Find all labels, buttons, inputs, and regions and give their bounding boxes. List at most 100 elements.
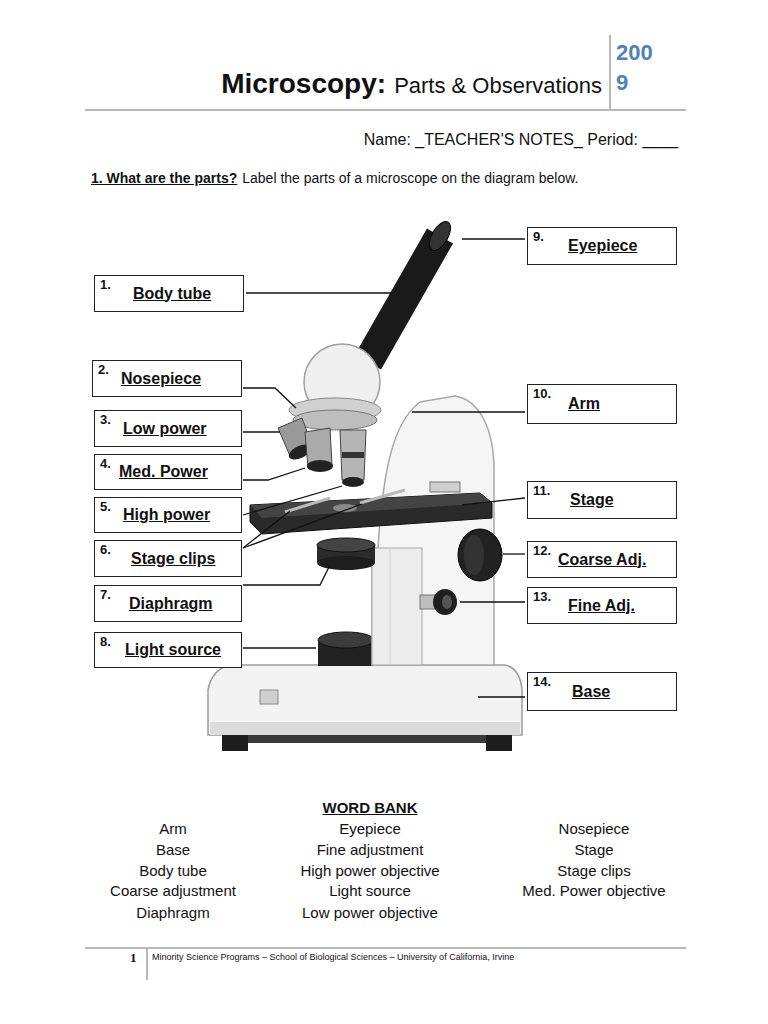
microscope-base [248, 735, 486, 743]
leader-line [503, 553, 525, 554]
label-box: 2. Nosepiece [92, 360, 242, 397]
leader-line [243, 647, 316, 648]
callout-number: 7. [100, 587, 111, 602]
leader-line [462, 238, 525, 239]
label-box: 1. Body tube [94, 275, 244, 312]
focus-knobs [464, 535, 484, 575]
label-box: 12. Coarse Adj. [527, 541, 677, 578]
year-label: 2009 [616, 38, 660, 98]
label-box: 14.Base [527, 672, 677, 711]
objective-lenses [278, 418, 366, 487]
word-bank-entry: Body tube [58, 862, 288, 879]
heading-row: Microscopy: Parts & Observations [100, 68, 602, 100]
word-bank-entry: Stage [479, 841, 709, 858]
header-rule [609, 35, 611, 110]
part-name: Stage clips [131, 549, 215, 569]
label-box: 13. Fine Adj. [527, 587, 677, 624]
callout-number: 4. [100, 456, 111, 471]
part-name: Body tube [133, 284, 211, 304]
word-bank-entry: Nosepiece [479, 820, 709, 837]
word-bank-entry: Base [58, 841, 288, 858]
focus-knobs [433, 589, 457, 615]
callout-number: 13. [533, 589, 551, 604]
objective-lenses [340, 430, 366, 480]
part-name: Med. Power [119, 462, 208, 482]
diaphragm [317, 556, 375, 570]
callout-number: 2. [98, 362, 109, 377]
microscope-base [208, 665, 522, 751]
part-name: Stage [570, 490, 614, 510]
label-box: 4. Med. Power [94, 454, 242, 490]
stage [360, 490, 405, 503]
word-bank-entry: Low power objective [255, 904, 485, 921]
objective-lenses [342, 477, 364, 487]
part-name: Coarse Adj. [558, 550, 646, 570]
microscope-head [289, 344, 381, 430]
callout-number: 10. [533, 386, 551, 401]
eyepiece-tube [368, 236, 440, 362]
microscope-base [210, 722, 520, 735]
word-bank-entry: Coarse adjustment [58, 882, 288, 899]
footer-credit: Minority Science Programs – School of Bi… [152, 952, 514, 962]
callout-number: 9. [533, 229, 544, 244]
page-number: 1 [130, 950, 137, 966]
label-box: 9. Eyepiece [527, 227, 677, 265]
microscope-arm [390, 548, 391, 665]
callout-number: 1. [100, 277, 111, 292]
label-box: 3. Low power [94, 410, 242, 447]
question-instruction: Label the parts of a microscope on the d… [242, 170, 578, 186]
part-name: Diaphragm [129, 594, 213, 614]
word-bank-entry: Fine adjustment [255, 841, 485, 858]
part-name: High power [123, 505, 210, 525]
leader-line [243, 565, 330, 585]
callout-number: 12. [533, 543, 551, 558]
header-rule [85, 109, 686, 111]
objective-lenses [307, 460, 333, 472]
microscope-base [222, 735, 248, 751]
part-name: Arm [568, 394, 600, 414]
light-source [318, 632, 374, 666]
label-box: 6. Stage clips [94, 540, 242, 577]
leader-line [243, 504, 362, 548]
callout-number: 8. [100, 634, 111, 649]
leader-line [243, 239, 525, 697]
leader-line [246, 292, 392, 293]
leader-line [412, 411, 525, 412]
focus-knobs [442, 595, 452, 609]
word-bank-heading: WORD BANK [270, 799, 470, 816]
callout-number: 6. [100, 542, 111, 557]
microscope-base [486, 735, 512, 751]
part-name: Eyepiece [568, 236, 637, 256]
page-subtitle: Parts & Observations [394, 73, 602, 99]
leader-line [243, 431, 280, 432]
callout-number: 3. [100, 412, 111, 427]
footer-rule [146, 948, 148, 980]
callout-number: 11. [533, 483, 550, 498]
part-name: Fine Adj. [568, 596, 635, 616]
footer-rule [85, 948, 686, 980]
word-bank-entry: Eyepiece [255, 820, 485, 837]
leader-line [243, 511, 290, 548]
leader-line [243, 468, 305, 480]
question-paragraph: 1. What are the parts? Label the parts of… [91, 168, 671, 188]
part-name: Light source [125, 640, 221, 660]
footer-rule [85, 947, 686, 949]
leader-line [243, 486, 342, 515]
part-name: Low power [123, 419, 207, 439]
microscope-base [208, 665, 522, 735]
label-box: 8. Light source [94, 632, 242, 668]
page-title: Microscopy: [221, 68, 386, 100]
light-source [318, 632, 374, 648]
objective-lenses [342, 452, 364, 458]
part-name: Base [572, 682, 610, 702]
word-bank-entry: Med. Power objective [479, 882, 709, 899]
word-bank-entry: Arm [58, 820, 288, 837]
label-box: 11. Stage [527, 481, 677, 519]
microscope-arm [372, 548, 422, 665]
focus-knobs [458, 529, 502, 581]
word-bank-entry: Light source [255, 882, 485, 899]
part-name: Nosepiece [121, 369, 201, 389]
question-heading: 1. What are the parts? [91, 170, 237, 186]
stage [250, 482, 492, 534]
